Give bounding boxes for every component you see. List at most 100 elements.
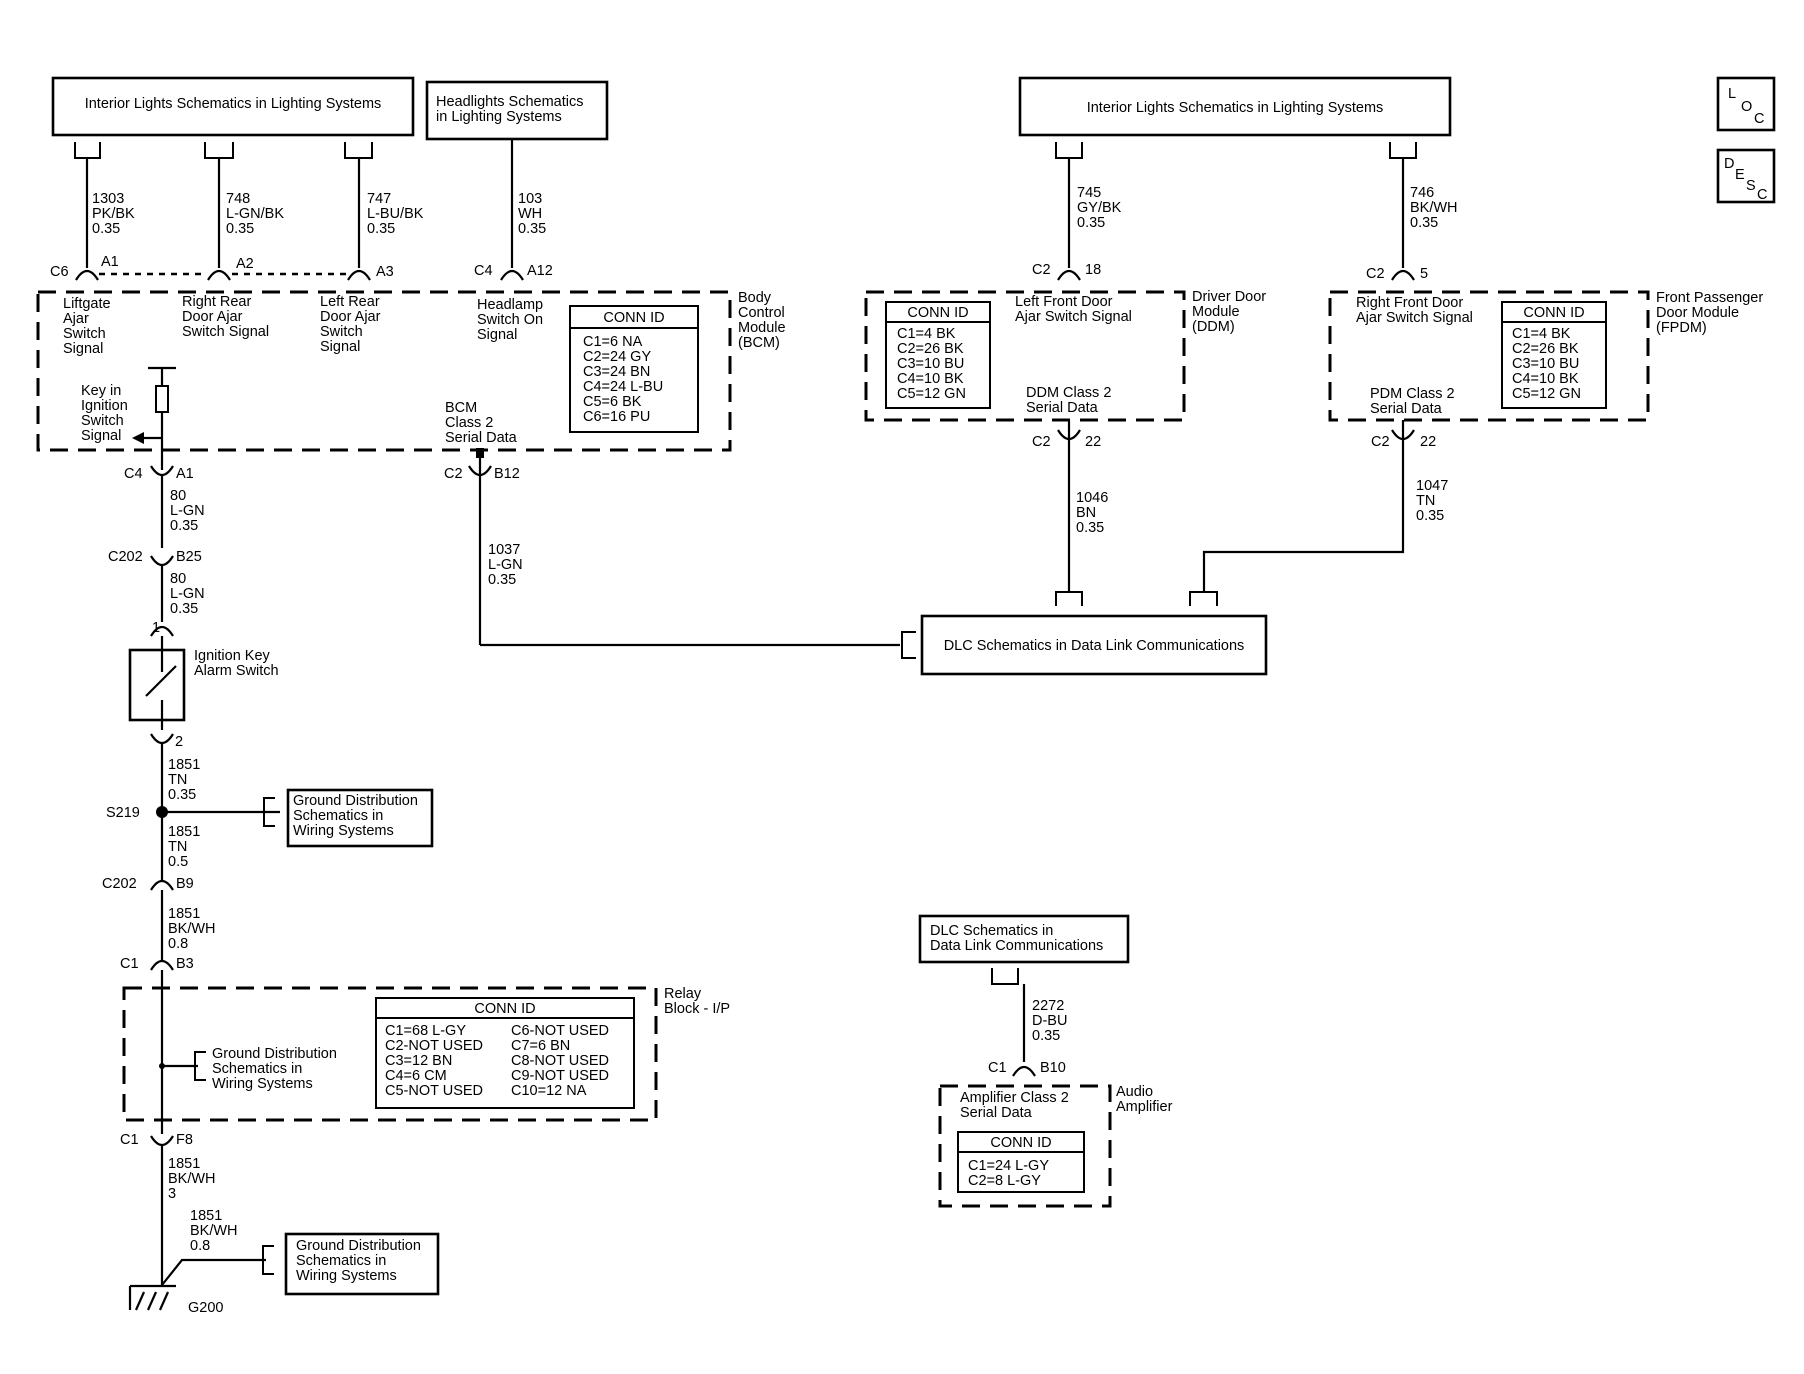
svg-text:Data Link Communications: Data Link Communications (930, 938, 1103, 954)
svg-text:Alarm Switch: Alarm Switch (194, 663, 279, 679)
svg-text:C2=26 BK: C2=26 BK (1512, 341, 1579, 357)
svg-text:Left Rear: Left Rear (320, 294, 380, 310)
wire-label-745: 745 GY/BK 0.35 (1077, 185, 1122, 231)
svg-text:1851: 1851 (168, 757, 200, 773)
svg-text:Body: Body (738, 290, 772, 306)
ref-headlights[interactable]: Headlights Schematics in Lighting System… (425, 80, 609, 141)
svg-text:L: L (1728, 86, 1736, 102)
conn-c2-5: C2 (1366, 266, 1385, 282)
svg-text:BCM: BCM (445, 400, 477, 416)
svg-text:CONN ID: CONN ID (990, 1135, 1051, 1151)
svg-text:Ground Distribution: Ground Distribution (212, 1046, 337, 1062)
conn-c202-b: C202 (102, 876, 137, 892)
svg-text:0.35: 0.35 (1077, 215, 1105, 231)
conn-c4-a1: C4 (124, 466, 143, 482)
svg-text:Ajar: Ajar (63, 311, 89, 327)
svg-text:0.35: 0.35 (170, 518, 198, 534)
svg-text:0.35: 0.35 (1410, 215, 1438, 231)
svg-text:Ajar Switch Signal: Ajar Switch Signal (1015, 309, 1132, 325)
svg-text:Class 2: Class 2 (445, 415, 493, 431)
svg-text:0.35: 0.35 (488, 572, 516, 588)
svg-text:Relay: Relay (664, 986, 702, 1002)
svg-text:C2-NOT USED: C2-NOT USED (385, 1038, 483, 1054)
svg-text:S: S (1746, 178, 1756, 194)
svg-text:D: D (1724, 156, 1734, 172)
svg-text:L-GN: L-GN (170, 503, 205, 519)
conn-c4-top: C4 (474, 263, 493, 279)
svg-text:Ground Distribution: Ground Distribution (296, 1238, 421, 1254)
ref-dlc-main[interactable]: DLC Schematics in Data Link Communicatio… (901, 591, 1268, 676)
ref-ground-g200[interactable]: Ground Distribution Schematics in Wiring… (262, 1232, 440, 1296)
svg-text:(BCM): (BCM) (738, 335, 780, 351)
ref-ground-s219[interactable]: Ground Distribution Schematics in Wiring… (263, 788, 434, 848)
svg-text:1851: 1851 (168, 906, 200, 922)
svg-text:Right Rear: Right Rear (182, 294, 251, 310)
svg-text:C5=6 BK: C5=6 BK (583, 394, 642, 410)
svg-text:2272: 2272 (1032, 998, 1064, 1014)
svg-text:80: 80 (170, 571, 186, 587)
svg-text:DLC Schematics in: DLC Schematics in (930, 923, 1053, 939)
conn-c1-b10: C1 (988, 1060, 1007, 1076)
svg-text:Control: Control (738, 305, 785, 321)
svg-text:0.5: 0.5 (168, 854, 188, 870)
svg-text:Signal: Signal (320, 339, 360, 355)
ref-interior-lights-right[interactable]: Interior Lights Schematics in Lighting S… (1018, 76, 1452, 137)
wire-1851-branch (161, 1258, 266, 1286)
loc-icon[interactable]: L O C (1716, 76, 1776, 132)
svg-text:C1=68 L-GY: C1=68 L-GY (385, 1023, 466, 1039)
svg-text:0.35: 0.35 (1416, 508, 1444, 524)
svg-text:Interior Lights Schematics in: Interior Lights Schematics in Lighting S… (85, 96, 382, 112)
relay-block: Relay Block - I/P Ground Distribution Sc… (122, 986, 730, 1122)
pin-f8: F8 (176, 1132, 193, 1148)
svg-text:C4=6 CM: C4=6 CM (385, 1068, 447, 1084)
svg-text:C3=24 BN: C3=24 BN (583, 364, 650, 380)
svg-text:1851: 1851 (190, 1208, 222, 1224)
svg-text:0.35: 0.35 (226, 221, 254, 237)
svg-text:TN: TN (168, 839, 187, 855)
ref-dlc-small[interactable]: DLC Schematics in Data Link Communicatio… (918, 914, 1130, 985)
wire-label-1851b: 1851 TN 0.5 (168, 824, 200, 870)
svg-text:0.35: 0.35 (1076, 520, 1104, 536)
conn-c1-f8: C1 (120, 1132, 139, 1148)
ref-stubs (74, 142, 1417, 159)
svg-text:BK/WH: BK/WH (1410, 200, 1458, 216)
wire-label-1037: 1037 L-GN 0.35 (488, 542, 523, 588)
svg-text:C3=10 BU: C3=10 BU (1512, 356, 1579, 372)
wire-label-80a: 80 L-GN 0.35 (170, 488, 205, 534)
svg-text:Driver Door: Driver Door (1192, 289, 1266, 305)
svg-text:Door Module: Door Module (1656, 305, 1739, 321)
svg-text:748: 748 (226, 191, 250, 207)
svg-text:L-GN: L-GN (488, 557, 523, 573)
pin-a2: A2 (236, 256, 254, 272)
splice-s219: S219 (106, 805, 280, 821)
pin-a12: A12 (527, 263, 553, 279)
pin-b3: B3 (176, 956, 194, 972)
desc-icon[interactable]: D E S C (1716, 148, 1776, 204)
svg-text:(DDM): (DDM) (1192, 319, 1235, 335)
svg-text:Serial Data: Serial Data (1026, 400, 1099, 416)
svg-text:Headlamp: Headlamp (477, 297, 543, 313)
svg-text:Wiring Systems: Wiring Systems (212, 1076, 313, 1092)
svg-text:Module: Module (1192, 304, 1240, 320)
svg-text:C1=24 L-GY: C1=24 L-GY (968, 1158, 1049, 1174)
svg-text:Wiring Systems: Wiring Systems (293, 823, 394, 839)
svg-text:0.35: 0.35 (518, 221, 546, 237)
svg-text:C7=6 BN: C7=6 BN (511, 1038, 570, 1054)
svg-text:Right Front Door: Right Front Door (1356, 295, 1463, 311)
wire-label-1851a: 1851 TN 0.35 (168, 757, 200, 803)
svg-text:C5=12 GN: C5=12 GN (1512, 386, 1581, 402)
svg-text:L-GN: L-GN (170, 586, 205, 602)
ref-interior-lights-left[interactable]: Interior Lights Schematics in Lighting S… (51, 76, 415, 137)
svg-text:C: C (1757, 187, 1767, 203)
svg-text:BN: BN (1076, 505, 1096, 521)
svg-text:DDM Class 2: DDM Class 2 (1026, 385, 1111, 401)
fpdm-module: Front Passenger Door Module (FPDM) Right… (1328, 290, 1763, 422)
svg-text:TN: TN (1416, 493, 1435, 509)
svg-text:Serial Data: Serial Data (960, 1105, 1033, 1121)
svg-text:1851: 1851 (168, 1156, 200, 1172)
svg-text:TN: TN (168, 772, 187, 788)
svg-text:C: C (1754, 111, 1764, 127)
svg-text:CONN ID: CONN ID (907, 305, 968, 321)
wire-label-1047: 1047 TN 0.35 (1416, 478, 1448, 524)
svg-text:Block - I/P: Block - I/P (664, 1001, 730, 1017)
